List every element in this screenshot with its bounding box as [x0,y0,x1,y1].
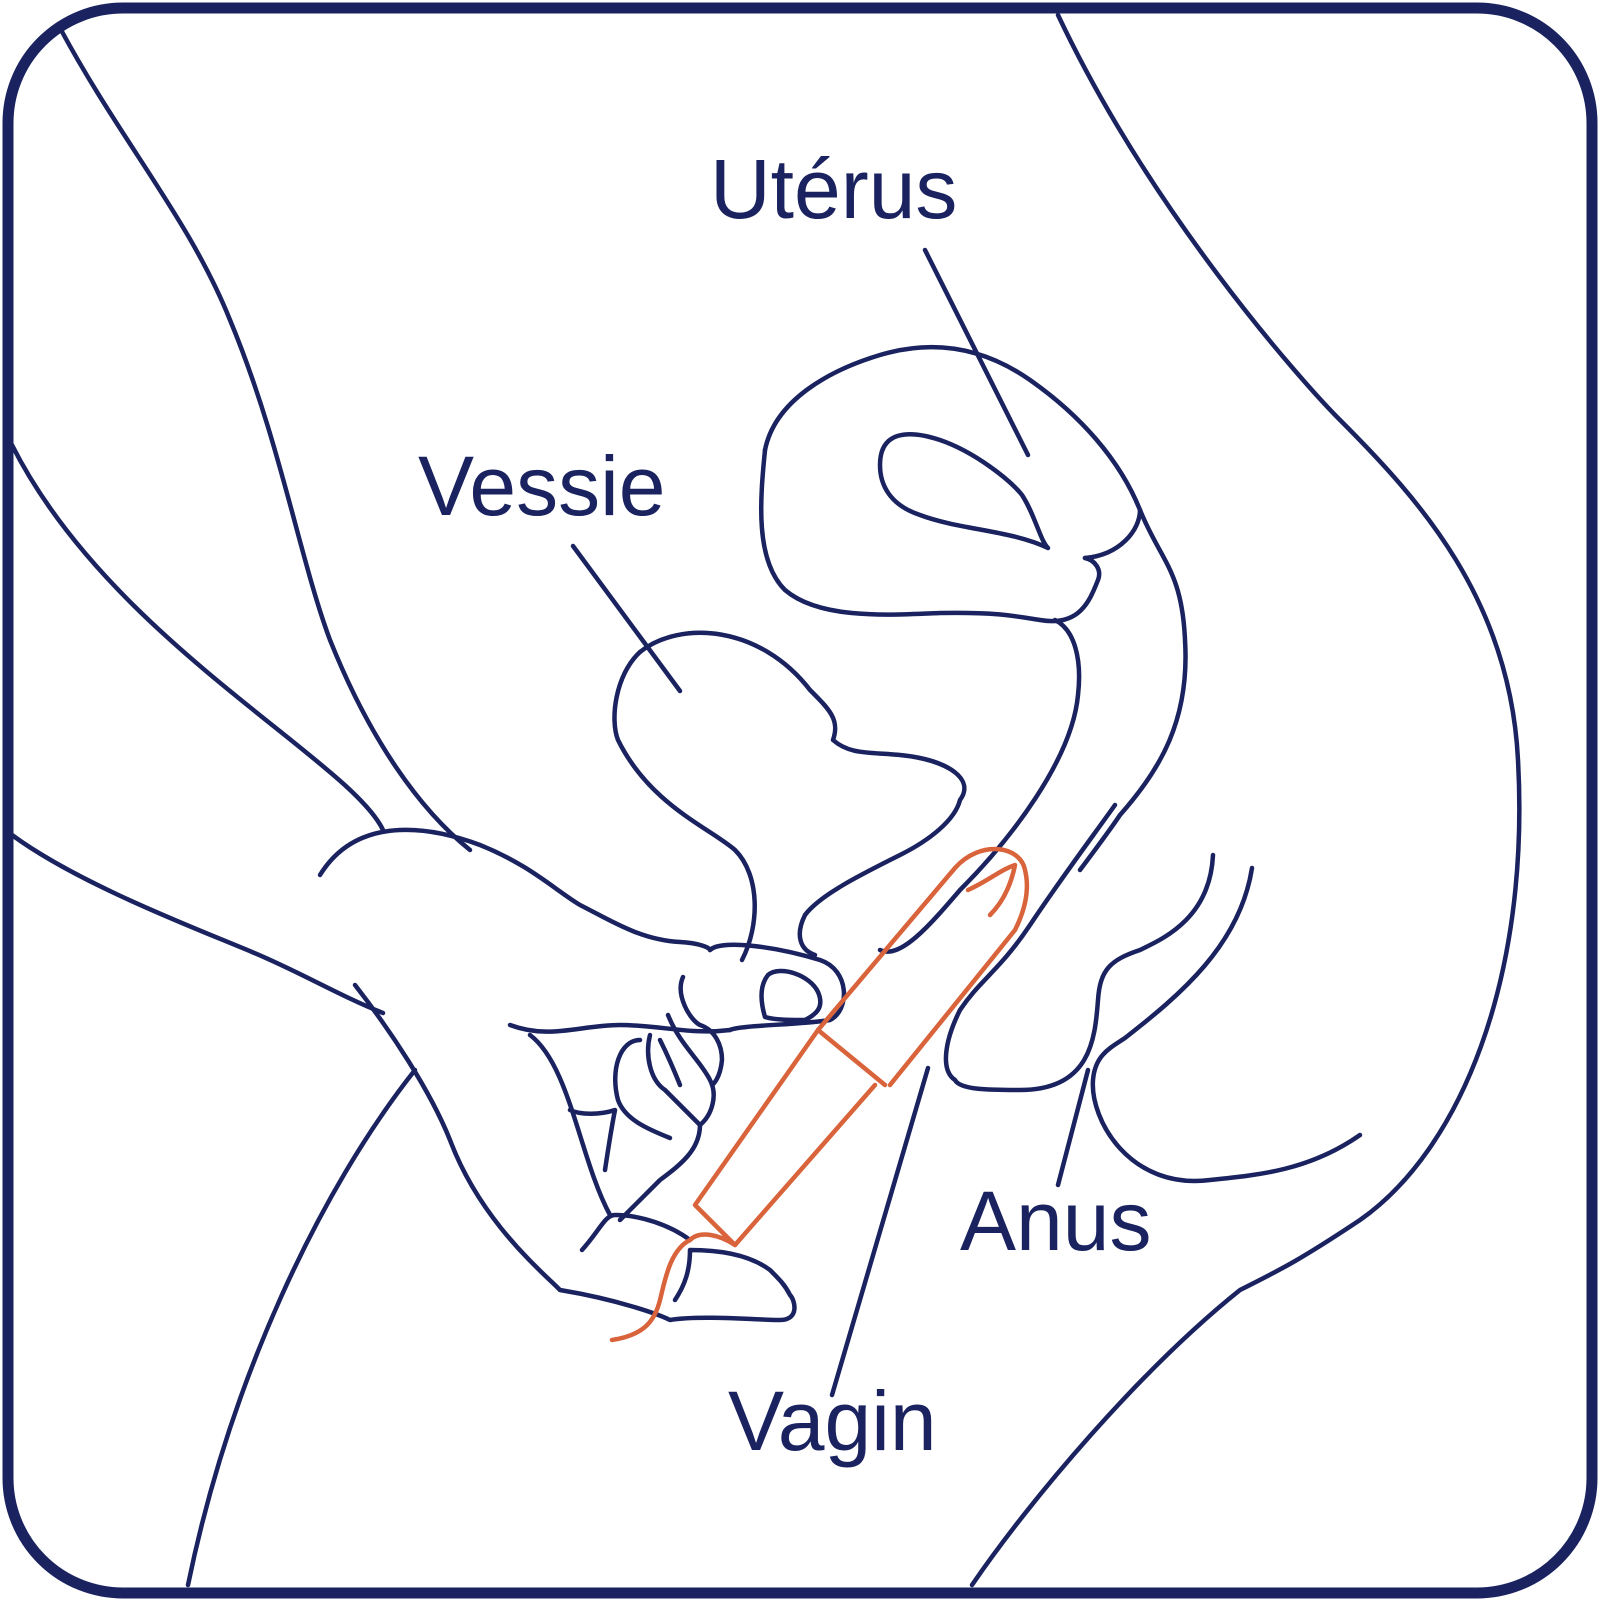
bladder-leader [570,543,683,694]
uterus-top [762,344,1143,561]
fingernail [759,968,823,1023]
finger-curl-3 [613,1037,673,1141]
pubic-fold [317,827,713,953]
anus-leader [1055,1067,1091,1188]
hand-fingers [507,1022,733,1034]
palm-bottom [579,1212,693,1253]
leg-line-upper [9,442,386,833]
back-line [969,12,1522,1588]
uterus-outer [758,447,1102,624]
uterus-leader [922,247,1031,458]
tampon-tip-fold [965,862,1018,918]
tampon-string [609,1232,738,1343]
vagina-leader [829,1065,931,1398]
posterior-wall [1077,507,1188,873]
label-vagina: Vagin [728,1374,937,1468]
tampon-barrel [692,1027,888,1248]
leader-lines [570,247,1091,1398]
palm-line [527,1032,613,1218]
bladder-outline [612,649,757,963]
finger-curl-5 [657,1037,683,1088]
buttock-curve [1090,865,1363,1184]
bladder-upper [637,630,967,958]
uterus-cavity [877,432,1051,551]
label-uterus: Utérus [710,142,957,236]
tampon-tip [815,846,1030,1088]
leg-line-lower [9,832,386,1016]
labia-outline [352,982,797,1323]
anterior-wall [877,617,1082,954]
finger-curl-2 [665,1012,716,1128]
wrist-line [617,1122,703,1223]
label-anus: Anus [960,1174,1151,1268]
thigh-line [57,25,473,853]
body-outline [9,12,1522,1588]
bladder-shape [612,630,967,963]
finger-curl-1 [678,974,725,1088]
thumb-line [567,1107,618,1173]
finger-curl-4 [645,1032,703,1128]
perineum-line [943,802,1216,1093]
finger-top [707,942,847,1033]
label-bladder: Vessie [418,439,666,533]
tampon-applicator [609,846,1030,1343]
inner-thigh-line [185,1067,418,1588]
uterus-shape [758,344,1188,954]
vulva-and-hand [317,827,847,1323]
